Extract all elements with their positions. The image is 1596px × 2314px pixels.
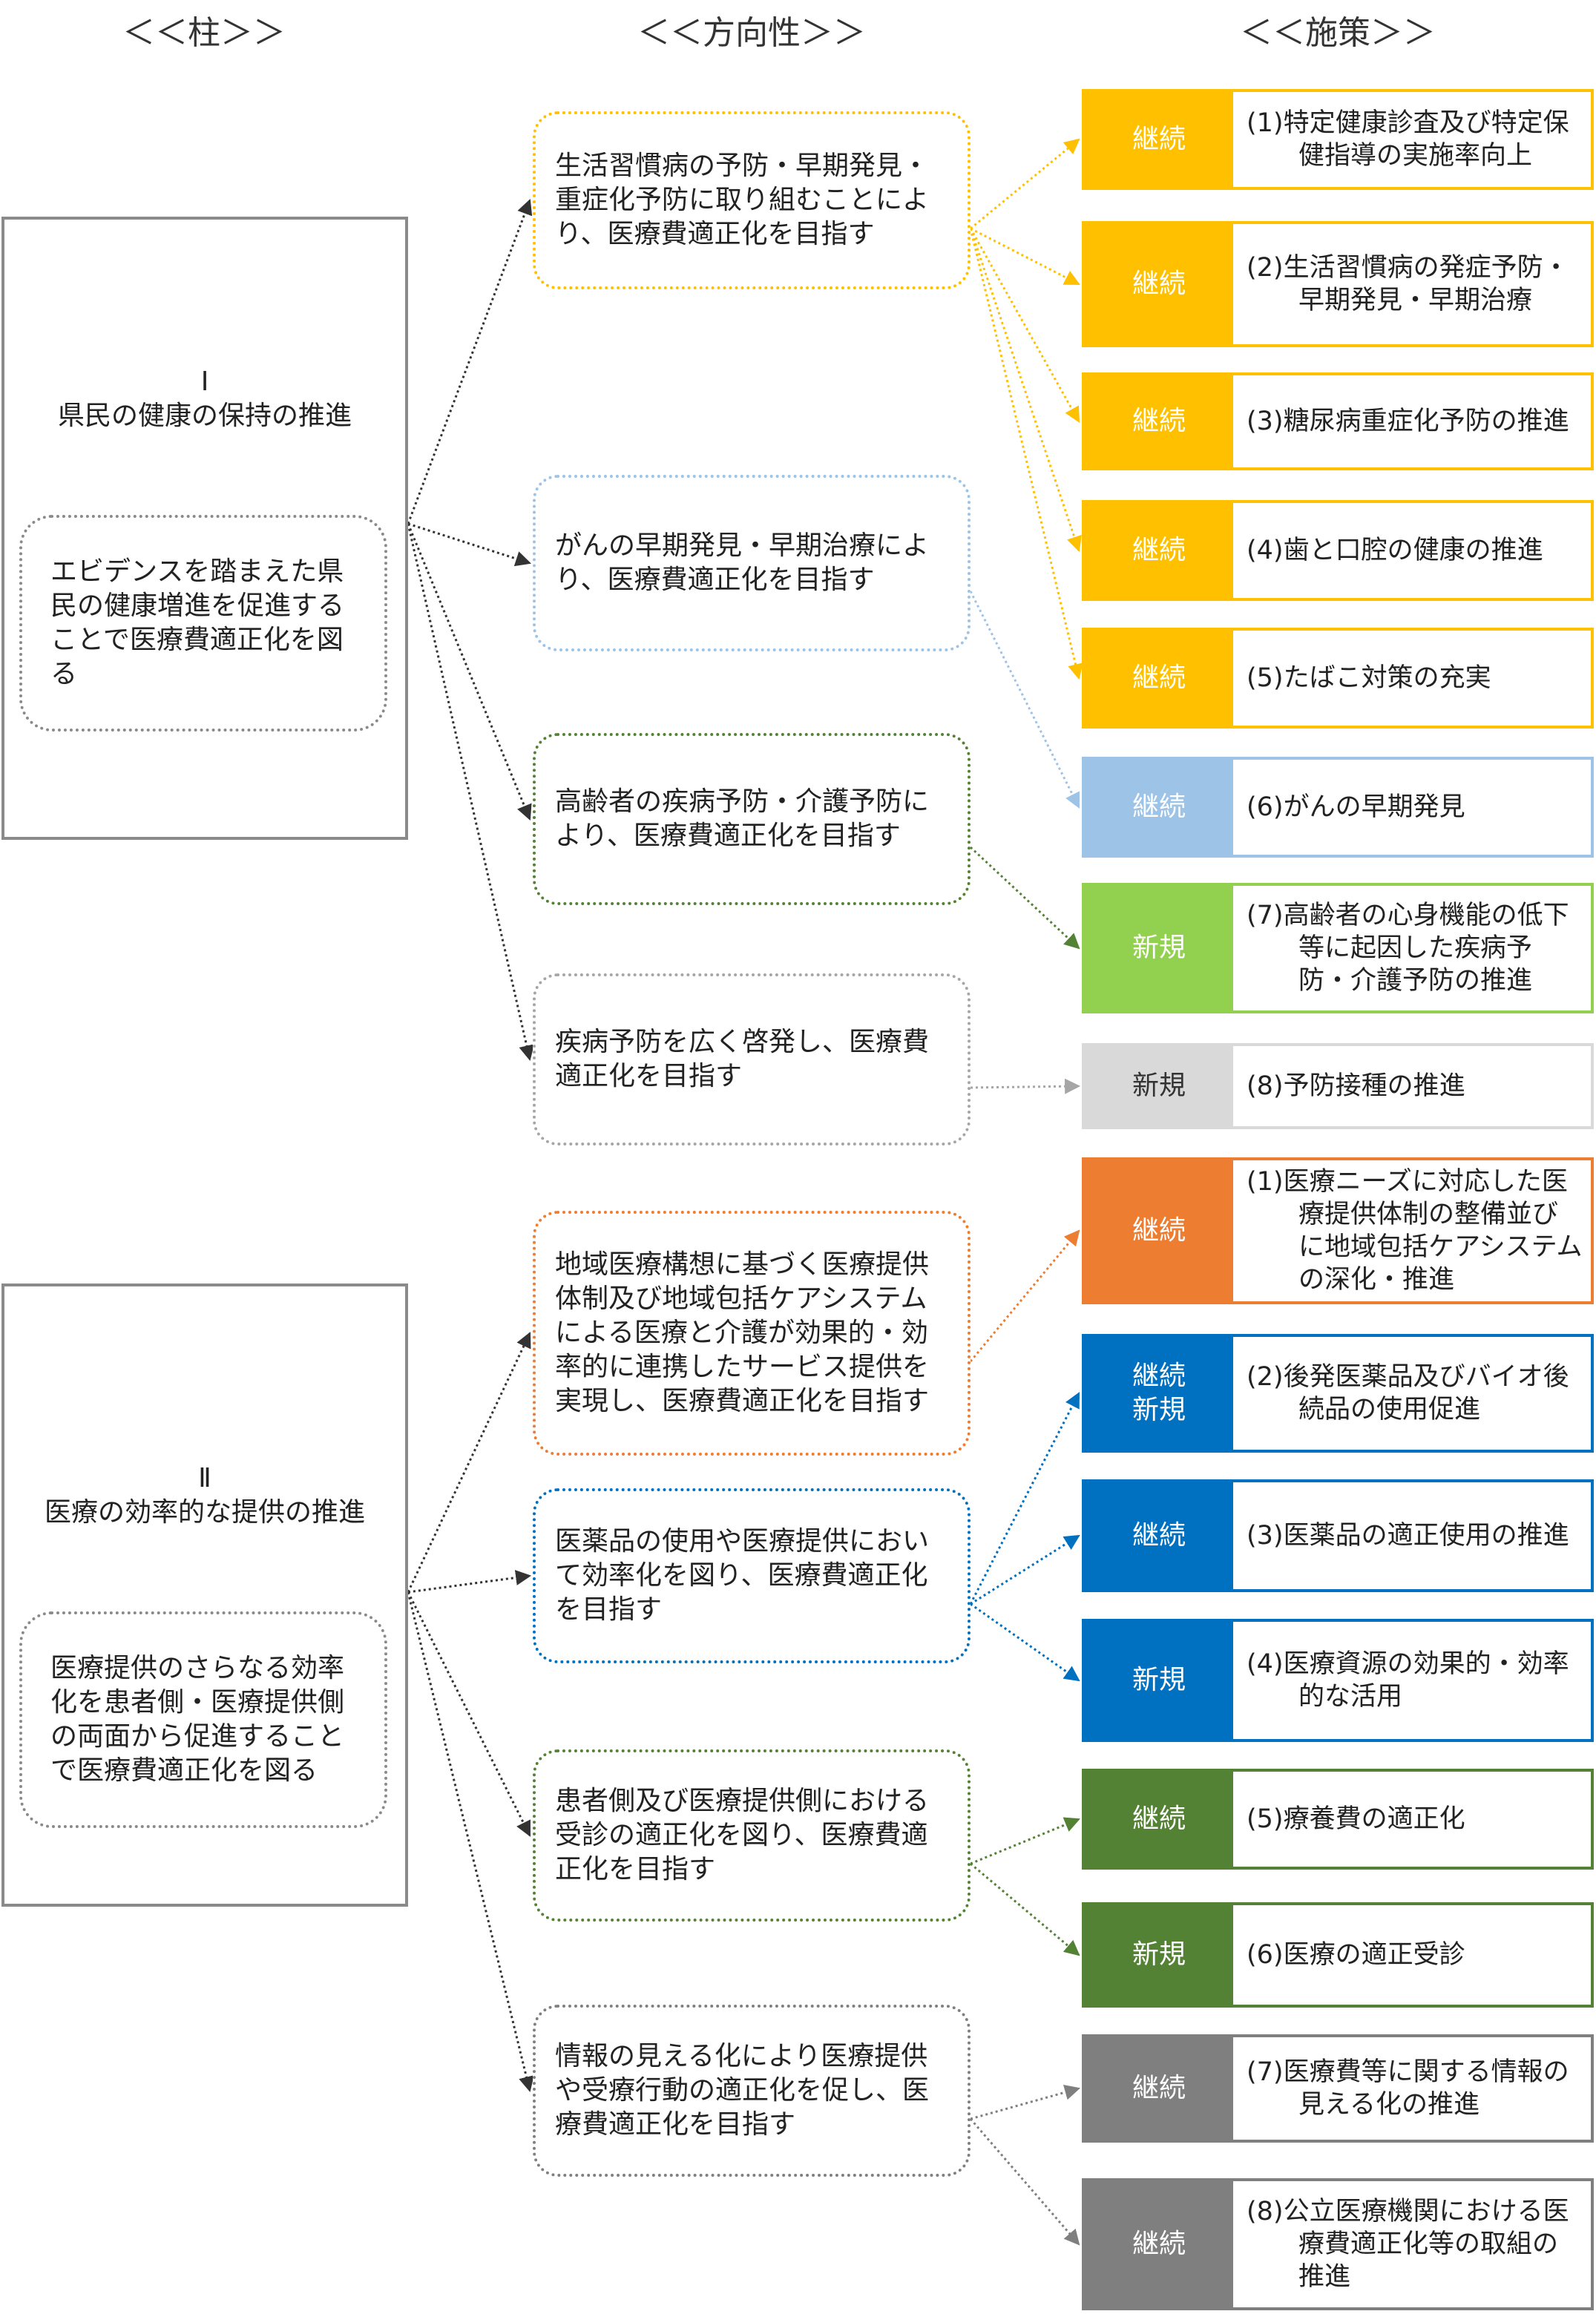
direction-measure-arrow xyxy=(969,228,1080,423)
measure-2: 継続(2)生活習慣病の発症予防・早期発見・早期治療 xyxy=(1082,221,1594,347)
pillar-direction-arrow xyxy=(407,523,532,821)
measure-status-tag: 新規 xyxy=(1085,886,1233,1010)
direction-measure-arrow xyxy=(969,591,1080,809)
measure-label: (3)糖尿病重症化予防の推進 xyxy=(1233,375,1591,467)
header-pillar: ＜＜柱＞＞ xyxy=(122,14,286,52)
direction-measure-arrow xyxy=(970,1603,1080,1682)
measure-status-tag: 新規 xyxy=(1085,1905,1233,2005)
measure-status-tag: 継続 xyxy=(1085,1160,1233,1301)
pillar-numeral: Ⅰ xyxy=(200,367,209,397)
measure-status-tag: 継続 xyxy=(1085,631,1233,726)
direction-measure-arrow xyxy=(970,1078,1081,1094)
measure-label: (5)療養費の適正化 xyxy=(1233,1772,1591,1867)
pillar-objective: エビデンスを踏まえた県民の健康増進を促進することで医療費適正化を図る xyxy=(19,515,387,732)
measure-16: 継続(8)公立医療機関における医療費適正化等の取組の推進 xyxy=(1082,2178,1594,2310)
measure-1: 継続(1)特定健康診査及び特定保健指導の実施率向上 xyxy=(1082,89,1594,190)
pillar-direction-arrow xyxy=(407,522,531,567)
measure-12: 新規(4)医療資源の効果的・効率的な活用 xyxy=(1082,1619,1594,1742)
measure-3: 継続(3)糖尿病重症化予防の推進 xyxy=(1082,372,1594,470)
measure-status-tag: 継続 xyxy=(1085,1772,1233,1867)
measure-label: (1)医療ニーズに対応した医療提供体制の整備並びに地域包括ケアシステムの深化・推… xyxy=(1233,1160,1591,1301)
direction-measure-arrow xyxy=(969,846,1080,950)
pillar-numeral: Ⅱ xyxy=(198,1463,211,1493)
measure-label: (5)たばこ対策の充実 xyxy=(1233,631,1591,726)
measure-label: (6)医療の適正受診 xyxy=(1233,1905,1591,2005)
pillar-direction-arrow xyxy=(407,1591,531,1837)
pillar-title: Ⅰ 県民の健康の保持の推進 xyxy=(4,365,405,433)
pillar-direction-arrow xyxy=(407,1332,531,1593)
measure-status-tag: 継続 xyxy=(1085,760,1233,855)
measure-status-tag: 新規 xyxy=(1085,1622,1233,1739)
measure-status-tag: 継続 xyxy=(1085,224,1233,344)
measure-label: (1)特定健康診査及び特定保健指導の実施率向上 xyxy=(1233,92,1591,187)
measure-label: (8)予防接種の推進 xyxy=(1233,1046,1591,1126)
measure-6: 継続(6)がんの早期発見 xyxy=(1082,757,1594,858)
measure-4: 継続(4)歯と口腔の健康の推進 xyxy=(1082,500,1594,601)
measure-status-tag: 継続新規 xyxy=(1085,1337,1233,1450)
direction-8: 情報の見える化により医療提供や受療行動の適正化を促し、医療費適正化を目指す xyxy=(533,2005,971,2177)
direction-measure-arrow xyxy=(969,1229,1080,1362)
pillar-heading: 県民の健康の保持の推進 xyxy=(57,401,352,431)
direction-7: 患者側及び医療提供側における受診の適正化を図り、医療費適正化を目指す xyxy=(533,1749,971,1922)
measure-label: (8)公立医療機関における医療費適正化等の取組の推進 xyxy=(1233,2181,1591,2307)
direction-2: がんの早期発見・早期治療により、医療費適正化を目指す xyxy=(533,475,971,651)
pillar-direction-arrow xyxy=(407,523,535,1062)
direction-measure-arrow xyxy=(970,138,1080,230)
direction-6: 医薬品の使用や医療提供において効率化を図り、医療費適正化を目指す xyxy=(533,1488,971,1663)
measure-status-tag: 継続 xyxy=(1085,503,1233,598)
pillar-direction-arrow xyxy=(407,1570,532,1594)
measure-label: (7)医療費等に関する情報の見える化の推進 xyxy=(1233,2037,1591,2140)
measure-label: (4)歯と口腔の健康の推進 xyxy=(1233,503,1591,598)
measure-label: (4)医療資源の効果的・効率的な活用 xyxy=(1233,1622,1591,1739)
direction-measure-arrow xyxy=(970,1862,1080,1956)
pillar-1: Ⅰ 県民の健康の保持の推進エビデンスを踏まえた県民の健康増進を促進することで医療費… xyxy=(1,217,408,840)
measure-status-tag: 継続 xyxy=(1085,2181,1233,2307)
pillar-objective: 医療提供のさらなる効率化を患者側・医療提供側の両面から促進することで医療費適正化… xyxy=(19,1611,387,1828)
direction-3: 高齢者の疾病予防・介護予防により、医療費適正化を目指す xyxy=(533,733,971,905)
measure-label: (7)高齢者の心身機能の低下等に起因した疾病予防・介護予防の推進 xyxy=(1233,886,1591,1010)
measure-label: (2)後発医薬品及びバイオ後続品の使用促進 xyxy=(1233,1337,1591,1450)
measure-label: (3)医薬品の適正使用の推進 xyxy=(1233,1482,1591,1589)
direction-measure-arrow xyxy=(969,2118,1080,2246)
pillar-title: Ⅱ 医療の効率的な提供の推進 xyxy=(4,1462,405,1530)
direction-5: 地域医療構想に基づく医療提供体制及び地域包括ケアシステムによる医療と介護が効果的… xyxy=(533,1211,971,1456)
measure-8: 新規(8)予防接種の推進 xyxy=(1082,1043,1594,1129)
direction-measure-arrow xyxy=(969,1392,1080,1605)
direction-measure-arrow xyxy=(970,2085,1081,2120)
measure-status-tag: 新規 xyxy=(1085,1046,1233,1126)
measure-13: 継続(5)療養費の適正化 xyxy=(1082,1769,1594,1870)
measure-7: 新規(7)高齢者の心身機能の低下等に起因した疾病予防・介護予防の推進 xyxy=(1082,883,1594,1013)
measure-status-tag: 継続 xyxy=(1085,1482,1233,1589)
direction-1: 生活習慣病の予防・早期発見・重症化予防に取り組むことにより、医療費適正化を目指す xyxy=(533,111,971,289)
direction-measure-arrow xyxy=(970,1817,1080,1865)
pillar-heading: 医療の効率的な提供の推進 xyxy=(44,1497,365,1528)
header-direction: ＜＜方向性＞＞ xyxy=(637,14,866,52)
measure-10: 継続新規(2)後発医薬品及びバイオ後続品の使用促進 xyxy=(1082,1334,1594,1453)
pillar-direction-arrow xyxy=(407,199,533,525)
measure-9: 継続(1)医療ニーズに対応した医療提供体制の整備並びに地域包括ケアシステムの深化… xyxy=(1082,1157,1594,1304)
direction-measure-arrow xyxy=(969,228,1083,680)
measure-status-tag: 継続 xyxy=(1085,375,1233,467)
measure-status-tag: 継続 xyxy=(1085,92,1233,187)
measure-11: 継続(3)医薬品の適正使用の推進 xyxy=(1082,1479,1594,1592)
measure-14: 新規(6)医療の適正受診 xyxy=(1082,1902,1594,2008)
measure-label: (6)がんの早期発見 xyxy=(1233,760,1591,855)
direction-4: 疾病予防を広く啓発し、医療費適正化を目指す xyxy=(533,973,971,1146)
pillar-direction-arrow xyxy=(407,1591,534,2093)
header-measure: ＜＜施策＞＞ xyxy=(1240,14,1436,52)
measure-5: 継続(5)たばこ対策の充実 xyxy=(1082,628,1594,729)
pillar-2: Ⅱ 医療の効率的な提供の推進医療提供のさらなる効率化を患者側・医療提供側の両面から… xyxy=(1,1283,408,1907)
measure-15: 継続(7)医療費等に関する情報の見える化の推進 xyxy=(1082,2034,1594,2143)
measure-label: (2)生活習慣病の発症予防・早期発見・早期治療 xyxy=(1233,224,1591,344)
direction-measure-arrow xyxy=(970,1534,1080,1605)
measure-status-tag: 継続 xyxy=(1085,2037,1233,2140)
